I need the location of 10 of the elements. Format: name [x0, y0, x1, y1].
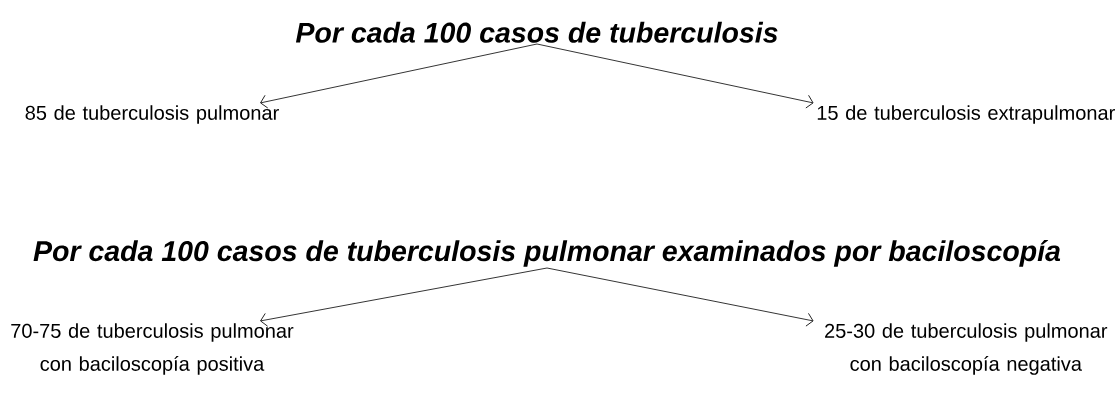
arrow [546, 267, 814, 327]
heading: Por cada 100 casos de tuberculosis pulmonar examinados por baciloscopía [33, 240, 1061, 267]
heading: Por cada 100 casos de tuberculosis [295, 21, 778, 43]
arrow [260, 267, 548, 327]
category-label: 25-30 de tuberculosis pulmonar con baciloscopía negativa [825, 323, 1108, 375]
arrow [536, 43, 814, 109]
category-label: 15 de tuberculosis extrapulmonar [817, 105, 1115, 124]
arrow [260, 43, 538, 109]
category-label: 85 de tuberculosis pulmonar [25, 105, 279, 124]
category-label: 70-75 de tuberculosis pulmonar con baciloscopía positiva [11, 323, 294, 375]
